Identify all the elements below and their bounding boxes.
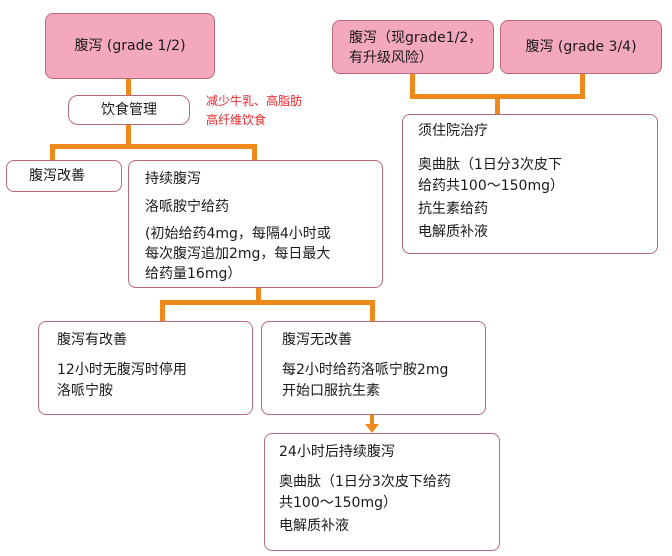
node-hospital-line1: 奥曲肽（1日分3次皮下 给药共100～150mg） [418, 157, 564, 194]
node-improved2-line1: 12小时无腹泻时停用 洛哌宁胺 [57, 362, 187, 399]
connector-risk-down [410, 74, 415, 96]
connector-g34-down [580, 74, 585, 96]
node-persistent: 持续腹泻 洛哌胺宁给药 (初始给药4mg，每隔4小时或 每次腹泻追加2mg，每日… [128, 160, 383, 288]
node-grade12-risk-label: 腹泻（现grade1/2， 有升级风险） [349, 30, 483, 67]
node-after24: 24小时后持续腹泻 奥曲肽（1日分3次皮下给药 共100～150mg） 电解质补… [264, 433, 500, 551]
connector-mid-hbar [160, 300, 375, 305]
node-persistent-line1: 洛哌胺宁给药 [145, 199, 229, 216]
connector-persistent-down [256, 288, 261, 302]
connector-to-hospital [495, 94, 500, 114]
node-persistent-title: 持续腹泻 [145, 171, 201, 187]
connector-to-improved [50, 144, 55, 160]
node-not-improved-title: 腹泻无改善 [282, 332, 352, 348]
node-grade34-label: 腹泻 (grade 3/4) [525, 38, 637, 55]
node-after24-title: 24小时后持续腹泻 [279, 444, 395, 460]
node-persistent-line2: (初始给药4mg，每隔4小时或 每次腹泻追加2mg，每日最大 给药量16mg） [145, 225, 331, 283]
node-grade12-risk: 腹泻（现grade1/2， 有升级风险） [332, 20, 494, 74]
node-improved2-title: 腹泻有改善 [57, 332, 127, 348]
connector-grade12-diet [126, 79, 131, 95]
node-not-improved-line1: 每2小时给药洛哌宁胺2mg 开始口服抗生素 [282, 362, 449, 399]
node-grade34: 腹泻 (grade 3/4) [500, 20, 662, 74]
node-after24-line2: 电解质补液 [279, 517, 349, 534]
node-improved: 腹泻改善 [6, 160, 122, 192]
node-hospital-line3: 电解质补液 [418, 224, 488, 241]
node-improved2: 腹泻有改善 12小时无腹泻时停用 洛哌宁胺 [38, 321, 253, 415]
connector-to-persistent [252, 144, 257, 160]
node-hospital: 须住院治疗 奥曲肽（1日分3次皮下 给药共100～150mg） 抗生素给药 电解… [402, 114, 658, 254]
node-not-improved: 腹泻无改善 每2小时给药洛哌宁胺2mg 开始口服抗生素 [261, 321, 486, 415]
node-hospital-line2: 抗生素给药 [418, 200, 488, 217]
node-diet: 饮食管理 [68, 95, 190, 125]
connector-diet-down [126, 125, 131, 146]
connector-to-not-improved [370, 300, 375, 321]
arrow-to-after24 [365, 414, 379, 433]
node-improved-label: 腹泻改善 [29, 168, 85, 184]
diet-note: 减少牛乳、高脂肪 高纤维饮食 [206, 94, 303, 127]
node-grade12: 腹泻 (grade 1/2) [45, 13, 215, 79]
node-diet-label: 饮食管理 [101, 101, 157, 118]
node-grade12-label: 腹泻 (grade 1/2) [74, 37, 186, 54]
connector-to-improved2 [160, 300, 165, 321]
node-hospital-title: 须住院治疗 [418, 123, 488, 139]
node-after24-line1: 奥曲肽（1日分3次皮下给药 共100～150mg） [279, 474, 451, 511]
connector-diet-hbar [50, 144, 257, 149]
